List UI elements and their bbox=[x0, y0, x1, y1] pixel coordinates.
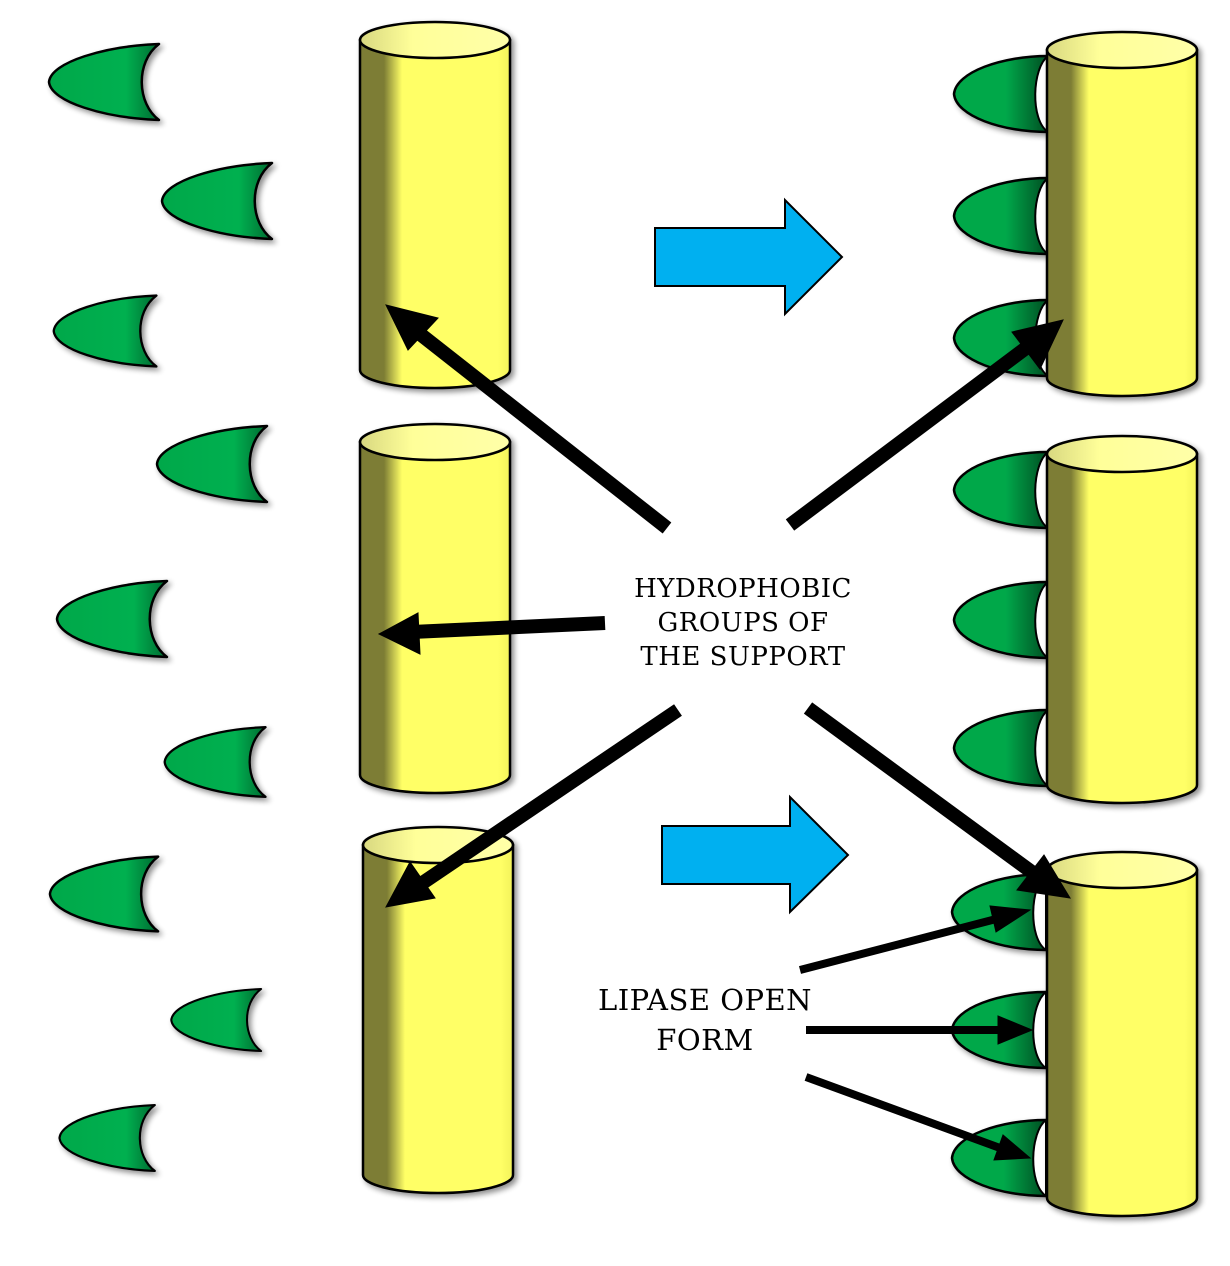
bound-lipase-2b bbox=[952, 580, 1050, 660]
support-before-3 bbox=[361, 825, 515, 1195]
free-lipase-1 bbox=[47, 42, 161, 122]
free-lipase-2 bbox=[160, 161, 274, 241]
process-arrow-top bbox=[654, 197, 844, 317]
free-lipase-9 bbox=[58, 1103, 157, 1173]
support-after-3 bbox=[1045, 850, 1199, 1218]
pointer-line-support-before-1 bbox=[410, 324, 672, 534]
lipase-label-line-2: FORM bbox=[656, 1023, 754, 1057]
pointer-head-support-after-1 bbox=[1011, 319, 1064, 370]
hydrophobic-label-line-1: HYDROPHOBIC bbox=[634, 574, 852, 604]
pointer-head-lipase-3 bbox=[993, 1134, 1032, 1161]
pointer-head-support-before-2 bbox=[377, 612, 421, 655]
bound-lipase-group-2 bbox=[952, 450, 1050, 788]
bound-lipase-1a bbox=[952, 54, 1050, 134]
pointer-head-support-before-1 bbox=[385, 304, 439, 351]
pointer-line-support-before-3 bbox=[411, 704, 682, 894]
hydrophobic-label-line-3: THE SUPPORT bbox=[640, 642, 846, 672]
bound-lipase-2a bbox=[952, 450, 1050, 530]
pointer-head-support-before-3 bbox=[385, 861, 436, 908]
free-lipase-6 bbox=[163, 725, 267, 799]
lipase-pointer-arrows bbox=[798, 905, 1034, 1161]
free-lipase-5 bbox=[55, 579, 169, 659]
hydrophobic-pointer-arrows bbox=[377, 304, 1071, 908]
hydrophobic-groups-label: HYDROPHOBIC GROUPS OF THE SUPPORT bbox=[613, 572, 873, 674]
support-after-2 bbox=[1045, 434, 1199, 805]
support-before-1 bbox=[358, 20, 512, 390]
pointer-line-support-after-3 bbox=[803, 702, 1045, 884]
process-arrow-bottom bbox=[661, 794, 850, 915]
pointer-line-lipase-1 bbox=[798, 914, 1002, 974]
bound-lipase-1b bbox=[952, 176, 1050, 256]
pointer-head-lipase-1 bbox=[989, 905, 1032, 933]
hydrophobic-label-line-2: GROUPS OF bbox=[657, 608, 829, 638]
free-lipase-7 bbox=[48, 855, 160, 933]
lipase-label-line-1: LIPASE OPEN bbox=[597, 983, 813, 1017]
free-lipase-4 bbox=[155, 424, 269, 504]
free-lipase-8 bbox=[170, 987, 263, 1053]
pointer-line-lipase-3 bbox=[804, 1073, 1002, 1152]
pointer-head-support-after-3 bbox=[1016, 854, 1071, 899]
free-lipase-3 bbox=[52, 294, 158, 368]
free-lipase-group bbox=[47, 42, 274, 1173]
bound-lipase-2c bbox=[952, 708, 1050, 788]
pointer-line-support-after-1 bbox=[785, 339, 1035, 531]
support-before-2 bbox=[358, 422, 512, 795]
support-after-1 bbox=[1045, 30, 1199, 398]
lipase-open-form-label: LIPASE OPEN FORM bbox=[580, 980, 830, 1060]
pointer-line-support-before-2 bbox=[411, 616, 606, 639]
pointer-head-lipase-2 bbox=[997, 1015, 1034, 1045]
